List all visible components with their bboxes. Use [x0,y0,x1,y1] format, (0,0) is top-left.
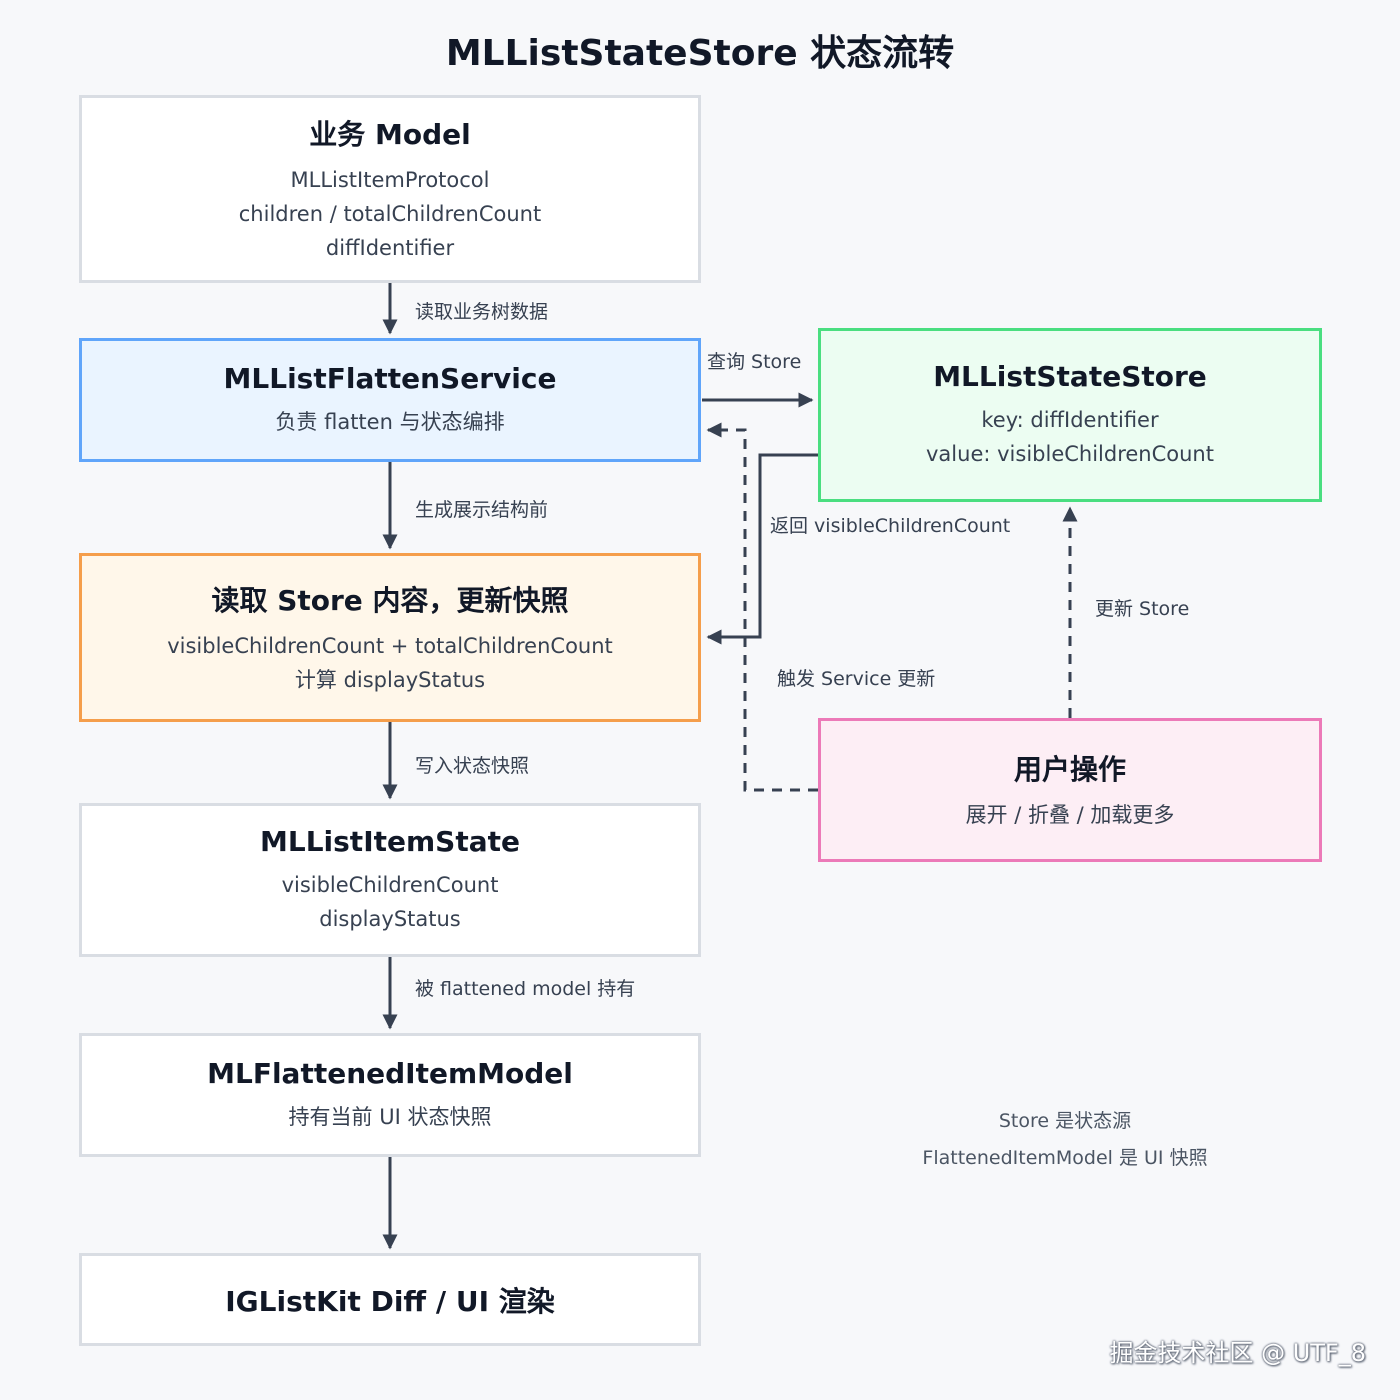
watermark: 掘金技术社区 @ UTF_8 [1109,1339,1366,1367]
node-user-action-title: 用户操作 [1013,753,1126,786]
node-business-model-title: 业务 Model [309,118,471,151]
node-snapshot-update-line: 计算 displayStatus [294,667,486,692]
node-flattened-item-model-line: 持有当前 UI 状态快照 [288,1104,492,1129]
edge-label-write-snapshot: 写入状态快照 [415,755,530,777]
node-business-model-line: children / totalChildrenCount [238,202,542,226]
node-business-model: 业务 Model MLListItemProtocol children / t… [79,95,701,283]
node-flattened-item-model-title: MLFlattenedItemModel [207,1056,573,1090]
node-business-model-line: MLListItemProtocol [290,168,490,192]
node-flattened-item-model: MLFlattenedItemModel 持有当前 UI 状态快照 [79,1033,701,1157]
node-snapshot-update-title: 读取 Store 内容，更新快照 [211,583,569,617]
note-store-source: Store 是状态源 [998,1110,1132,1132]
edge-label-before-build: 生成展示结构前 [415,499,549,521]
node-ui-render-title: IGListKit Diff / UI 渲染 [225,1284,555,1318]
node-user-action: 用户操作 展开 / 折叠 / 加载更多 [818,718,1322,862]
node-flatten-service-title: MLListFlattenService [223,361,557,395]
node-ui-render: IGListKit Diff / UI 渲染 [79,1253,701,1346]
node-business-model-line: diffIdentifier [325,236,455,260]
edge-store-to-snapshot [706,453,818,645]
edge-label-trigger-update: 触发 Service 更新 [777,668,936,690]
node-state-store-line: key: diffIdentifier [981,407,1159,432]
node-item-state-title: MLListItemState [260,824,520,858]
node-flatten-service-line: 负责 flatten 与状态编排 [275,409,505,434]
node-item-state-line: displayStatus [319,906,461,931]
node-state-store-line: value: visibleChildrenCount [926,441,1214,466]
node-state-store-title: MLListStateStore [933,359,1207,393]
node-user-action-line: 展开 / 折叠 / 加载更多 [965,803,1175,827]
node-item-state-line: visibleChildrenCount [281,872,499,897]
node-item-state: MLListItemState visibleChildrenCount dis… [79,803,701,957]
edge-label-return-count: 返回 visibleChildrenCount [770,515,1011,537]
edge-label-query-store: 查询 Store [707,351,802,373]
edge-label-read-tree: 读取业务树数据 [415,301,549,323]
node-snapshot-update: 读取 Store 内容，更新快照 visibleChildrenCount + … [79,553,701,722]
note-flattened-snapshot: FlattenedItemModel 是 UI 快照 [922,1147,1208,1169]
edge-label-held-by: 被 flattened model 持有 [415,978,636,1000]
diagram-title: MLListStateStore 状态流转 [445,33,955,74]
edge-user-to-flatten [706,422,818,792]
edge-label-update-store: 更新 Store [1095,598,1190,620]
node-flatten-service: MLListFlattenService 负责 flatten 与状态编排 [79,338,701,462]
node-state-store: MLListStateStore key: diffIdentifier val… [818,328,1322,502]
node-snapshot-update-line: visibleChildrenCount + totalChildrenCoun… [167,633,613,658]
